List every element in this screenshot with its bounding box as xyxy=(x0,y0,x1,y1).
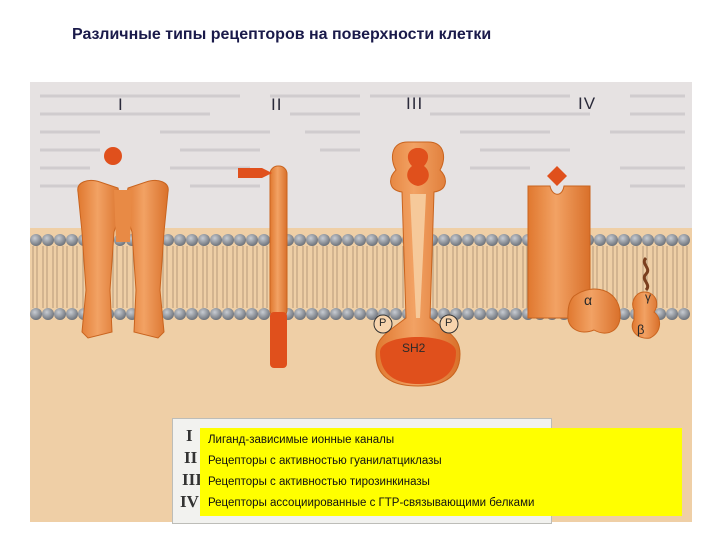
lipid-head-top xyxy=(246,234,258,246)
lipid-head-bottom xyxy=(618,308,630,320)
lipid-head-top xyxy=(186,234,198,246)
lipid-head-top xyxy=(606,234,618,246)
legend-item-iv: Рецепторы ассоциированные с ГТР-связываю… xyxy=(208,497,535,509)
legend-item-ii: Рецепторы с активностью гуанилатциклазы xyxy=(208,455,442,467)
alpha-subunit-label: α xyxy=(584,292,593,308)
gamma-subunit-label: γ xyxy=(645,290,651,304)
lipid-head-bottom xyxy=(390,308,402,320)
lipid-head-top xyxy=(294,234,306,246)
lipid-head-top xyxy=(234,234,246,246)
lipid-head-top xyxy=(342,234,354,246)
lipid-head-top xyxy=(306,234,318,246)
lipid-head-top xyxy=(654,234,666,246)
lipid-head-top xyxy=(462,234,474,246)
lipid-head-top xyxy=(486,234,498,246)
g-protein-coupled-receptor xyxy=(527,185,660,339)
lipid-head-bottom xyxy=(330,308,342,320)
lipid-head-top xyxy=(30,234,42,246)
receptor-numeral-iii: III xyxy=(406,94,424,113)
lipid-head-top xyxy=(54,234,66,246)
lipid-head-top xyxy=(222,234,234,246)
lipid-head-top xyxy=(258,234,270,246)
lipid-head-top xyxy=(498,234,510,246)
ligand-ii xyxy=(238,168,272,178)
beta-subunit-label: β xyxy=(637,322,645,337)
lipid-head-bottom xyxy=(318,308,330,320)
legend-item-iii: Рецепторы с активностью тирозинкиназы xyxy=(208,476,430,488)
lipid-head-top xyxy=(318,234,330,246)
lipid-head-bottom xyxy=(258,308,270,320)
lipid-head-top xyxy=(594,234,606,246)
receptor-numeral-i: I xyxy=(118,95,124,114)
lipid-head-top xyxy=(42,234,54,246)
lipid-head-bottom xyxy=(354,308,366,320)
ion-channel-receptor xyxy=(77,179,169,339)
lipid-head-top xyxy=(450,234,462,246)
lipid-head-bottom xyxy=(294,308,306,320)
lipid-head-top xyxy=(378,234,390,246)
lipid-head-bottom xyxy=(186,308,198,320)
slide-title: Различные типы рецепторов на поверхности… xyxy=(72,26,492,43)
lipid-head-bottom xyxy=(666,308,678,320)
lipid-head-top xyxy=(618,234,630,246)
lipid-head-bottom xyxy=(210,308,222,320)
lipid-head-top xyxy=(210,234,222,246)
legend-numeral-iv: IV xyxy=(180,492,199,511)
lipid-head-top xyxy=(330,234,342,246)
lipid-head-top xyxy=(630,234,642,246)
lipid-head-bottom xyxy=(498,308,510,320)
ligand-i xyxy=(104,147,122,165)
lipid-head-top xyxy=(474,234,486,246)
lipid-head-bottom xyxy=(462,308,474,320)
legend-numeral-ii: II xyxy=(184,448,198,467)
lipid-head-bottom xyxy=(342,308,354,320)
lipid-head-bottom xyxy=(30,308,42,320)
lipid-head-bottom xyxy=(486,308,498,320)
lipid-head-top xyxy=(510,234,522,246)
lipid-head-bottom xyxy=(366,308,378,320)
lipid-head-top xyxy=(174,234,186,246)
background-text-texture xyxy=(40,94,685,188)
lipid-head-top xyxy=(666,234,678,246)
lipid-head-bottom xyxy=(42,308,54,320)
lipid-head-bottom xyxy=(54,308,66,320)
lipid-head-top xyxy=(366,234,378,246)
lipid-head-bottom xyxy=(66,308,78,320)
lipid-head-top xyxy=(354,234,366,246)
lipid-head-top xyxy=(162,234,174,246)
sh2-label: SH2 xyxy=(402,341,426,355)
lipid-head-bottom xyxy=(678,308,690,320)
lipid-head-bottom xyxy=(114,308,126,320)
lipid-head-bottom xyxy=(510,308,522,320)
lipid-head-bottom xyxy=(222,308,234,320)
lipid-head-top xyxy=(642,234,654,246)
receptor-numeral-iv: IV xyxy=(578,94,597,113)
lipid-head-bottom xyxy=(474,308,486,320)
lipid-head-top xyxy=(390,234,402,246)
legend-numeral-iii: III xyxy=(182,470,202,489)
lipid-head-top xyxy=(198,234,210,246)
lipid-head-bottom xyxy=(234,308,246,320)
lipid-head-bottom xyxy=(306,308,318,320)
lipid-head-top xyxy=(678,234,690,246)
lipid-head-bottom xyxy=(198,308,210,320)
tyrosine-kinase-receptor xyxy=(373,141,461,387)
legend-item-i: Лиганд-зависимые ионные каналы xyxy=(208,434,395,446)
receptor-numeral-ii: II xyxy=(271,95,283,114)
legend-numeral-i: I xyxy=(186,426,193,445)
lipid-head-top xyxy=(66,234,78,246)
phosphate-label-left: P xyxy=(379,317,387,329)
legend-highlight xyxy=(200,428,682,516)
guanylate-cyclase-receptor xyxy=(269,165,288,368)
lipid-head-bottom xyxy=(162,308,174,320)
lipid-head-top xyxy=(438,234,450,246)
ligand-iv xyxy=(547,166,567,186)
lipid-head-bottom xyxy=(246,308,258,320)
phosphate-label-right: P xyxy=(445,317,453,329)
lipid-head-bottom xyxy=(174,308,186,320)
